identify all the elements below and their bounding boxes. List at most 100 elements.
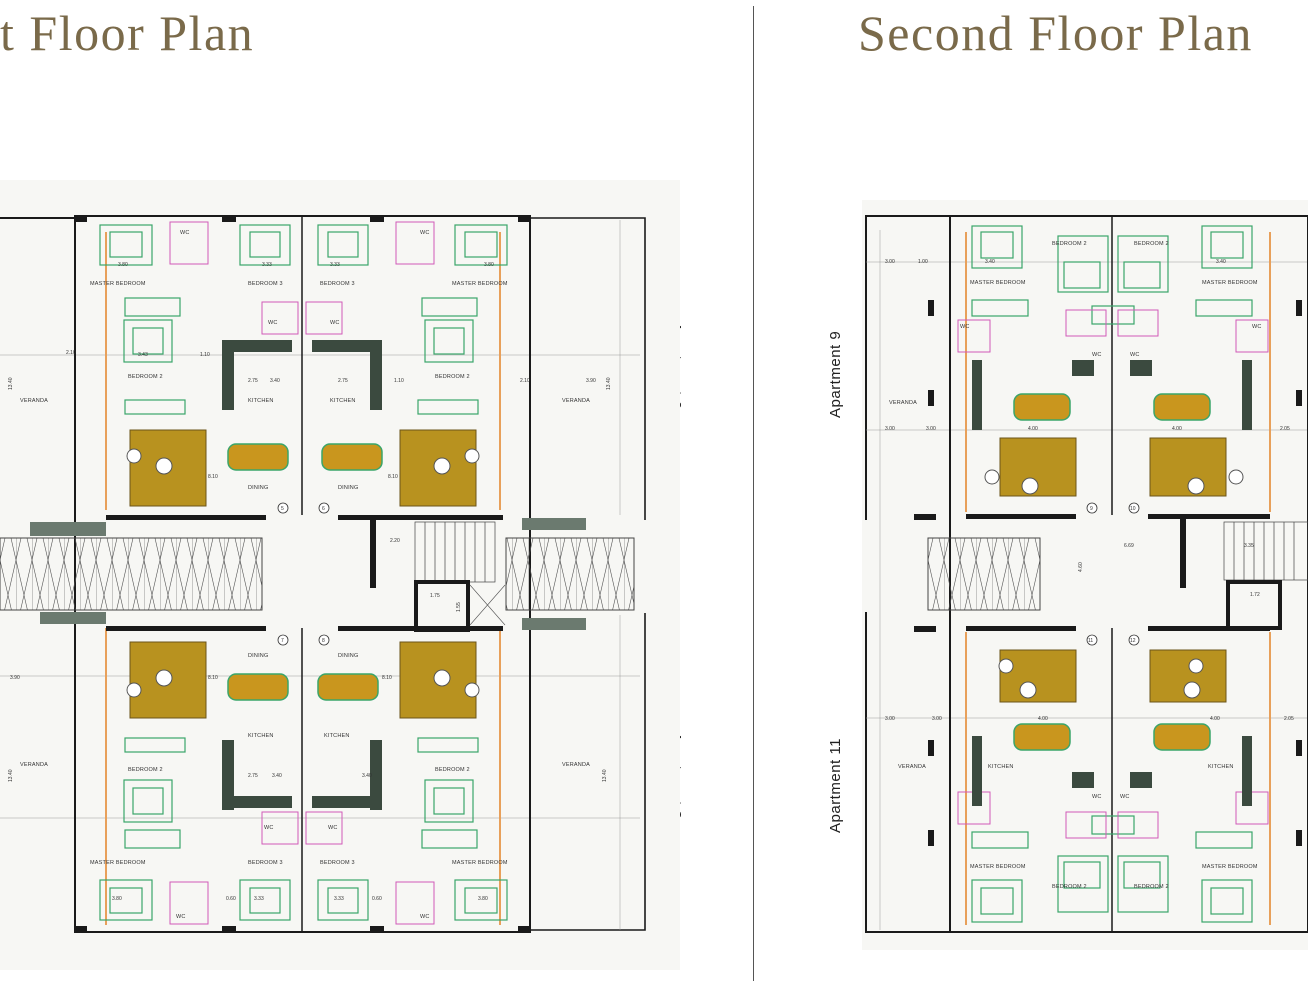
dimension-label: 3.00 bbox=[885, 716, 895, 722]
room-label: KITCHEN bbox=[988, 764, 1014, 770]
dimension-label: 8.10 bbox=[208, 474, 218, 480]
dimension-label: 3.35 bbox=[1244, 543, 1254, 549]
room-label: MASTER BEDROOM bbox=[90, 860, 146, 866]
dimension-label: 3.40 bbox=[985, 259, 995, 265]
dimension-label: 13.40 bbox=[606, 377, 612, 390]
dimension-label: 3.80 bbox=[112, 896, 122, 902]
room-label: MASTER BEDROOM bbox=[452, 281, 508, 287]
room-label: WC bbox=[330, 320, 340, 326]
dimension-label: 1.10 bbox=[394, 378, 404, 384]
room-label: MASTER BEDROOM bbox=[90, 281, 146, 287]
door-number: 8 bbox=[322, 638, 325, 644]
dimension-label: 3.43 bbox=[138, 352, 148, 358]
room-label: BEDROOM 3 bbox=[248, 281, 283, 287]
room-label: WC bbox=[1130, 352, 1140, 358]
dimension-label: 2.75 bbox=[248, 378, 258, 384]
dimension-label: 2.10 bbox=[66, 350, 76, 356]
room-label: MASTER BEDROOM bbox=[452, 860, 508, 866]
room-label: BEDROOM 2 bbox=[435, 767, 470, 773]
room-label: WC bbox=[176, 914, 186, 920]
dimension-label: 3.33 bbox=[334, 896, 344, 902]
dimension-label: 3.90 bbox=[586, 378, 596, 384]
dimension-label: 0.60 bbox=[372, 896, 382, 902]
dimension-label: 1.55 bbox=[456, 602, 462, 612]
dimension-label: 13.40 bbox=[8, 377, 14, 390]
room-label: WC bbox=[960, 324, 970, 330]
room-label: DINING bbox=[248, 485, 268, 491]
dimension-label: 3.40 bbox=[270, 378, 280, 384]
room-label: VERANDA bbox=[898, 764, 926, 770]
room-label: WC bbox=[420, 230, 430, 236]
room-label: KITCHEN bbox=[330, 398, 356, 404]
room-label: MASTER BEDROOM bbox=[970, 280, 1026, 286]
dimension-label: 8.10 bbox=[208, 675, 218, 681]
room-label: BEDROOM 2 bbox=[1052, 884, 1087, 890]
dimension-label: 8.10 bbox=[382, 675, 392, 681]
door-number: 7 bbox=[281, 638, 284, 644]
dimension-label: 2.05 bbox=[1280, 426, 1290, 432]
dimension-label: 2.75 bbox=[248, 773, 258, 779]
room-label: BEDROOM 3 bbox=[320, 860, 355, 866]
room-label: KITCHEN bbox=[324, 733, 350, 739]
dimension-label: 3.90 bbox=[10, 675, 20, 681]
second-floor-plan-title: Second Floor Plan bbox=[858, 5, 1253, 61]
room-label: KITCHEN bbox=[248, 398, 274, 404]
dimension-label: 6.69 bbox=[1124, 543, 1134, 549]
dimension-label: 3.00 bbox=[885, 259, 895, 265]
room-label: BEDROOM 3 bbox=[248, 860, 283, 866]
dimension-label: 4.00 bbox=[1038, 716, 1048, 722]
room-label: BEDROOM 3 bbox=[320, 281, 355, 287]
room-label: BEDROOM 2 bbox=[128, 767, 163, 773]
dimension-label: 4.60 bbox=[1078, 562, 1084, 572]
dimension-label: 8.10 bbox=[388, 474, 398, 480]
dimension-label: 4.00 bbox=[1028, 426, 1038, 432]
dimension-label: 3.00 bbox=[885, 426, 895, 432]
room-label: VERANDA bbox=[562, 762, 590, 768]
room-label: WC bbox=[1092, 794, 1102, 800]
dimension-label: 3.33 bbox=[254, 896, 264, 902]
dimension-label: 4.00 bbox=[1210, 716, 1220, 722]
door-number: 5 bbox=[281, 506, 284, 512]
room-label: BEDROOM 2 bbox=[435, 374, 470, 380]
dimension-label: 2.10 bbox=[520, 378, 530, 384]
dimension-label: 3.40 bbox=[272, 773, 282, 779]
dimension-label: 3.80 bbox=[118, 262, 128, 268]
dimension-label: 3.00 bbox=[932, 716, 942, 722]
dimension-label: 3.80 bbox=[484, 262, 494, 268]
room-label: WC bbox=[180, 230, 190, 236]
dimension-label: 0.60 bbox=[226, 896, 236, 902]
room-label: BEDROOM 2 bbox=[1134, 241, 1169, 247]
room-label: VERANDA bbox=[889, 400, 917, 406]
room-label: WC bbox=[420, 914, 430, 920]
room-label: WC bbox=[328, 825, 338, 831]
second-floor-plan: 9 10 11 12 MASTER BEDROOM BEDROOM 2 BEDR… bbox=[862, 200, 1308, 950]
room-label: WC bbox=[268, 320, 278, 326]
room-label: BEDROOM 2 bbox=[1134, 884, 1169, 890]
dimension-label: 3.80 bbox=[478, 896, 488, 902]
door-number: 6 bbox=[322, 506, 325, 512]
room-label: MASTER BEDROOM bbox=[970, 864, 1026, 870]
door-number: 9 bbox=[1090, 506, 1093, 512]
dimension-label: 3.40 bbox=[362, 773, 372, 779]
room-label: VERANDA bbox=[20, 398, 48, 404]
dimension-label: 3.40 bbox=[1216, 259, 1226, 265]
room-label: VERANDA bbox=[20, 762, 48, 768]
room-label: DINING bbox=[248, 653, 268, 659]
room-label: BEDROOM 2 bbox=[1052, 241, 1087, 247]
room-label: WC bbox=[1252, 324, 1262, 330]
page-divider bbox=[753, 6, 754, 981]
dimension-label: 4.00 bbox=[1172, 426, 1182, 432]
first-floor-plan-title: t Floor Plan bbox=[0, 5, 255, 61]
room-label: DINING bbox=[338, 485, 358, 491]
room-label: WC bbox=[1092, 352, 1102, 358]
room-label: VERANDA bbox=[562, 398, 590, 404]
dimension-label: 1.75 bbox=[430, 593, 440, 599]
door-number: 10 bbox=[1130, 506, 1136, 512]
dimension-label: 13.40 bbox=[8, 769, 14, 782]
room-label: BEDROOM 2 bbox=[128, 374, 163, 380]
room-label: KITCHEN bbox=[1208, 764, 1234, 770]
first-floor-plan: 5 6 7 8 MASTER BEDROOM BEDROOM 3 BEDROOM… bbox=[0, 180, 680, 970]
dimension-label: 2.75 bbox=[338, 378, 348, 384]
door-number: 11 bbox=[1088, 638, 1093, 644]
